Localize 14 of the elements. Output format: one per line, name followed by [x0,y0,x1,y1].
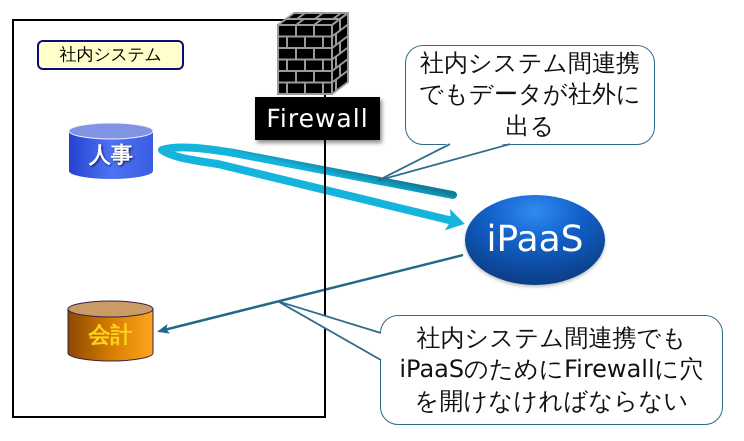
ribbon-arrow [158,143,465,230]
speech-bubble [380,315,723,425]
database-name: 会計 [88,324,132,346]
database-cylinder [67,300,154,362]
group-title: 社内システム [60,46,162,64]
callout-text: 社内システム間連携でもデータが社外に出る [418,48,642,142]
connector-arrow [157,254,464,334]
database-name: 人事 [89,144,133,166]
database-cylinder [68,122,154,180]
label-plate [255,97,380,140]
plate-label: Firewall [266,106,369,131]
title-tag [37,40,184,70]
service-name: iPaaS [486,222,584,258]
callout-text: 社内システム間連携でもiPaaSのためにFirewallに穴を開けなければならない [398,323,705,417]
